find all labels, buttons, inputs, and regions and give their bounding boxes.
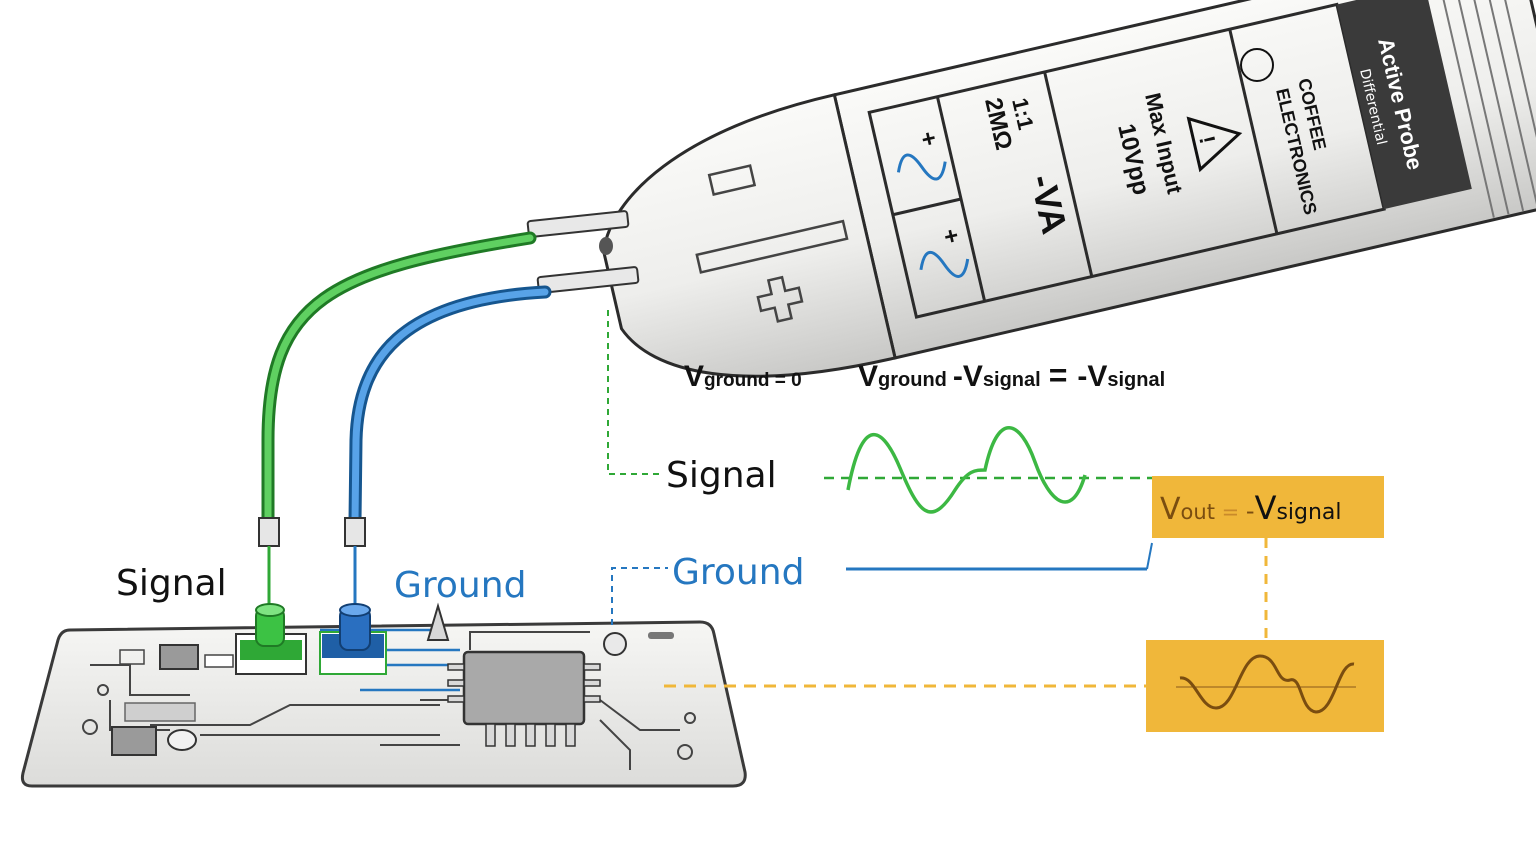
plus-marking [756,275,804,323]
output-waveform-box [1146,640,1384,732]
polarity-plus-top: + [919,124,939,153]
bar-marking [695,219,849,274]
polarity-cell: + + [896,124,970,278]
probe-tail-ribs [1433,0,1536,218]
probe: + + 1:1 2MΩ -VA Max Input 10Vpp ! COFFEE… [526,0,1536,378]
svg-text:Vground-Vsignal=-Vsignal: Vground-Vsignal=-Vsignal [858,357,1165,393]
circuit-board [20,602,747,788]
svg-text:Vout = -Vsignal: Vout = -Vsignal [1160,489,1342,527]
ground-label: Ground [672,552,804,593]
polarity-plus-bottom: + [941,222,961,251]
brand-band [1336,0,1472,210]
ground-lead [344,285,552,606]
ground-board-label: Ground [394,565,526,606]
equation-difference: Vground-Vsignal=-Vsignal [858,357,1165,393]
ic-chip [447,650,601,747]
signal-test-point [235,603,307,675]
minus-marking [707,164,757,197]
signal-board-label: Signal [116,563,227,604]
vout-box: Vout = -Vsignal [1152,476,1384,538]
signal-label: Signal [666,455,777,496]
signal-lead [258,231,537,606]
ground-path: Ground [611,542,1153,625]
probe-pins [526,210,640,294]
probe-nose [601,93,897,378]
ground-test-point [319,603,387,675]
signal-path: Signal [607,310,1152,514]
maker-logo-icon [1240,48,1274,82]
equation-ground-zero: Vground = 0 [684,360,802,393]
signal-waveform [846,426,1087,514]
svg-text:Vground = 0: Vground = 0 [684,360,802,393]
inverted-waveform [1179,654,1355,714]
